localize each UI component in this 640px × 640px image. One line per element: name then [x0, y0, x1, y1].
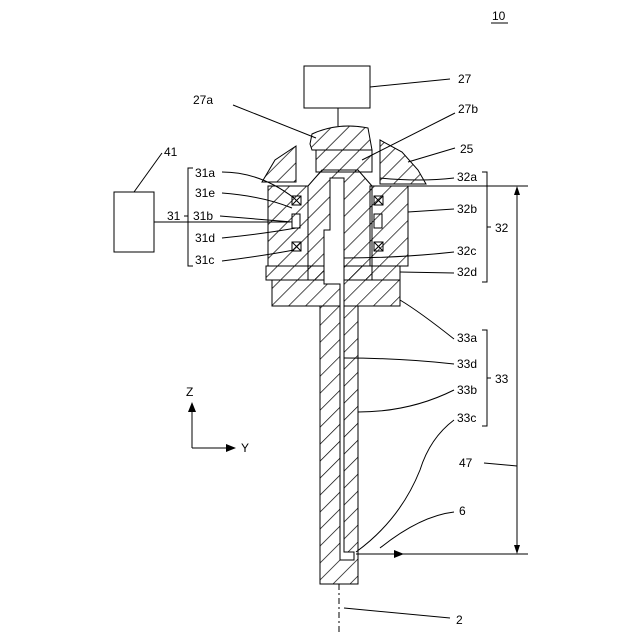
leader-33b: [358, 390, 454, 412]
dim-47-arrow-bottom: [514, 545, 520, 554]
arrow-6-head: [394, 550, 404, 558]
label-33c: 33c: [457, 411, 476, 425]
label-32a: 32a: [457, 170, 477, 184]
leader-33a: [400, 300, 454, 339]
label-47: 47: [459, 456, 473, 470]
unit-27-box: [304, 66, 370, 108]
leader-27a: [233, 105, 316, 138]
leader-27b: [362, 113, 455, 160]
y-axis-label: Y: [241, 441, 249, 455]
label-27b: 27b: [458, 102, 478, 116]
z-axis-label: Z: [186, 385, 193, 399]
leader-32d: [400, 272, 454, 273]
leader-25: [408, 148, 455, 162]
label-25: 25: [460, 142, 474, 156]
lower-piece-27b: [316, 150, 372, 172]
leader-2: [344, 608, 450, 618]
unit-41-box: [114, 192, 154, 252]
leader-6: [380, 512, 454, 548]
label-32: 32: [495, 221, 509, 235]
leader-47: [484, 463, 517, 466]
bracket-31: [184, 168, 193, 266]
label-31b: 31b: [193, 209, 213, 223]
label-6: 6: [459, 504, 466, 518]
label-41: 41: [164, 145, 178, 159]
label-33: 33: [495, 372, 509, 386]
leader-32b: [408, 209, 454, 212]
bracket-33: [482, 330, 491, 426]
bracket-32: [482, 172, 491, 282]
cover-25-left: [262, 146, 296, 182]
label-27a: 27a: [193, 93, 213, 107]
label-31c: 31c: [195, 253, 214, 267]
dim-47-arrow-top: [514, 186, 520, 195]
shaft-33b: [320, 306, 358, 584]
cover-25-right: [380, 140, 426, 184]
leader-41: [134, 153, 162, 192]
label-31: 31: [167, 209, 181, 223]
leader-33d: [344, 358, 454, 364]
label-33d: 33d: [457, 357, 477, 371]
label-33b: 33b: [457, 383, 477, 397]
label-32d: 32d: [457, 265, 477, 279]
label-2: 2: [456, 613, 463, 627]
label-32c: 32c: [457, 244, 476, 258]
label-31d: 31d: [195, 231, 215, 245]
label-32b: 32b: [457, 202, 477, 216]
label-31e: 31e: [195, 186, 215, 200]
z-axis-arrow: [188, 402, 196, 412]
figure-number: 10: [492, 9, 506, 23]
label-27: 27: [458, 72, 472, 86]
leader-27: [370, 79, 450, 87]
label-31a: 31a: [195, 166, 215, 180]
label-33a: 33a: [457, 331, 477, 345]
y-axis-arrow: [226, 444, 236, 452]
upper-dome-27a: [310, 126, 372, 150]
leader-33c: [356, 420, 454, 552]
